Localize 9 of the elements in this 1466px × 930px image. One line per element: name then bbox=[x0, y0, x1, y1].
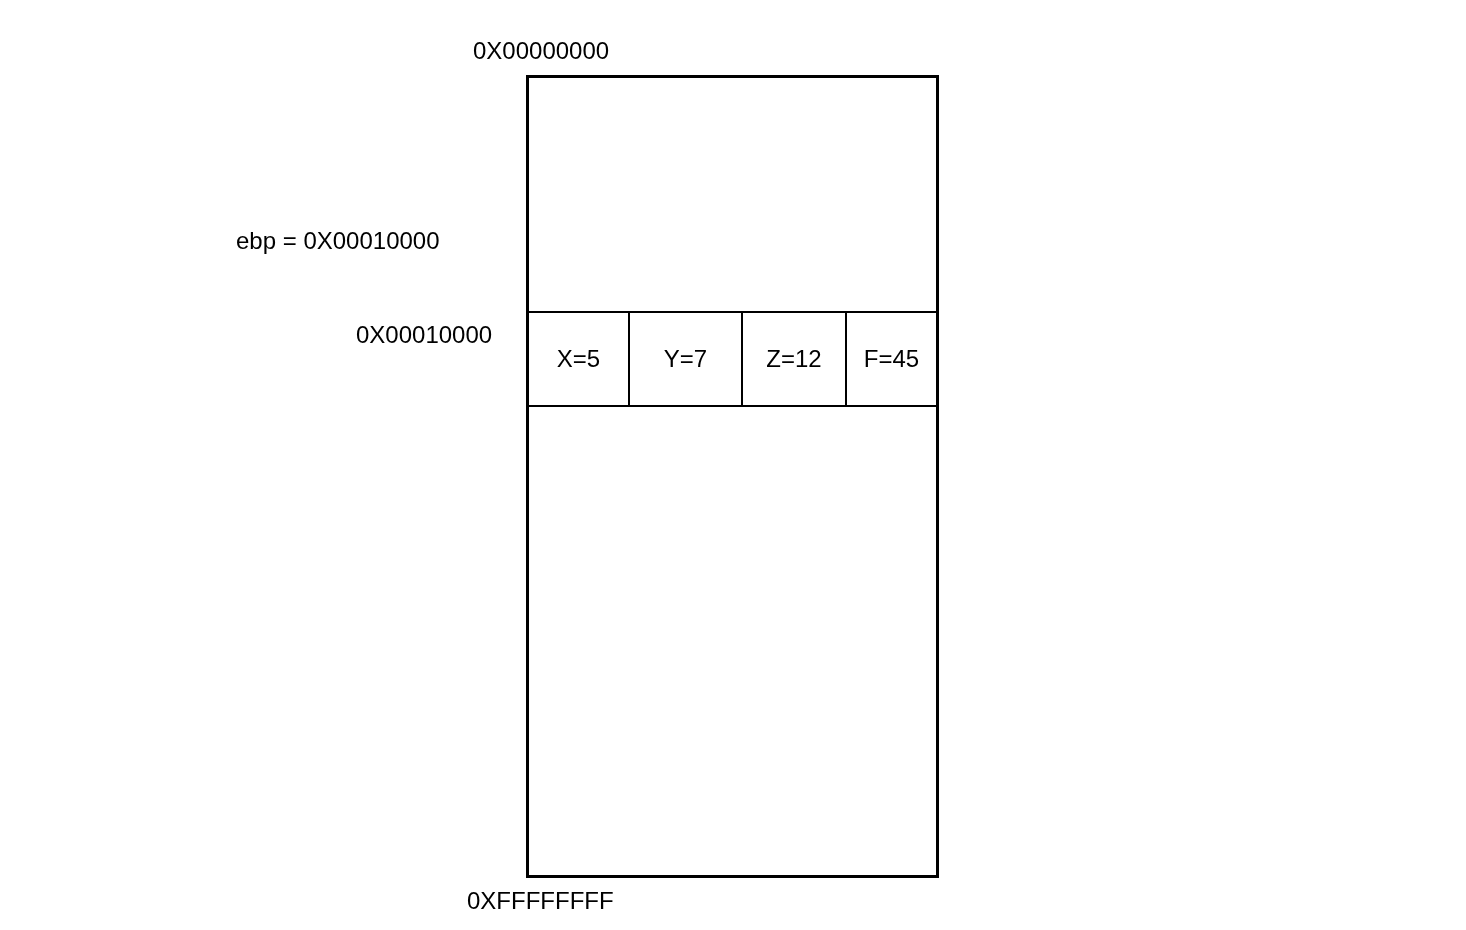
memory-cell: F=45 bbox=[845, 311, 936, 407]
address-label: 0XFFFFFFFF bbox=[467, 887, 614, 915]
address-label: 0X00000000 bbox=[473, 37, 610, 65]
register-label: ebp = 0X00010000 bbox=[236, 227, 440, 255]
memory-cell: X=5 bbox=[529, 311, 628, 407]
memory-cell: Z=12 bbox=[741, 311, 845, 407]
memory-cell: Y=7 bbox=[628, 311, 741, 407]
address-label: 0X00010000 bbox=[356, 321, 493, 349]
memory-block bbox=[526, 75, 939, 878]
